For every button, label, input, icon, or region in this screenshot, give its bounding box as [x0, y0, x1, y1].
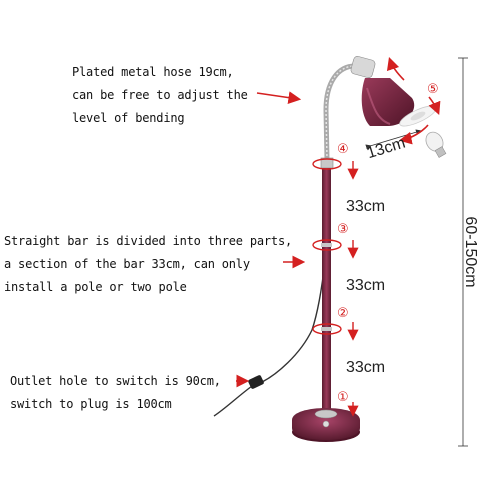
- marker-3: ③: [337, 222, 349, 237]
- hose-annotation: Plated metal hose 19cm, can be free to a…: [72, 61, 248, 130]
- lamp-pole: [322, 168, 331, 410]
- hose-annotation-line-3: level of bending: [72, 111, 185, 125]
- marker-5: ⑤: [427, 82, 439, 97]
- bulb-install-arrow: [398, 124, 429, 145]
- hose-annotation-line-1: Plated metal hose 19cm,: [72, 65, 234, 79]
- bar-annotation-line-1: Straight bar is divided into three parts…: [4, 234, 293, 248]
- section-middle-dimension-label: 33cm: [346, 277, 386, 294]
- hose-pointer-arrow: [256, 91, 302, 104]
- section-top-dimension-label: 33cm: [346, 198, 386, 215]
- bar-annotation-line-2: a section of the bar 33cm, can only: [4, 257, 250, 271]
- outlet-annotation-line-2: switch to plug is 100cm: [10, 397, 172, 411]
- bar-annotation: Straight bar is divided into three parts…: [4, 230, 292, 299]
- rotate-arrow-down: [428, 96, 441, 115]
- marker-4: ④: [337, 142, 349, 157]
- cord-switch: [248, 375, 264, 389]
- rotate-arrow-up: [386, 56, 405, 81]
- outlet-annotation: Outlet hole to switch is 90cm, switch to…: [10, 370, 221, 416]
- bar-annotation-line-3: install a pole or two pole: [4, 280, 187, 294]
- marker-1: ①: [337, 390, 349, 405]
- lamp-shade: [361, 78, 415, 126]
- section-bottom-dimension-label: 33cm: [346, 359, 386, 376]
- marker-2: ②: [337, 306, 349, 321]
- pole-joint: [321, 327, 332, 331]
- plug-cord: [213, 385, 253, 417]
- total-height-label: 60-150cm: [462, 216, 479, 288]
- lamp-socket: [350, 56, 376, 78]
- pole-joint: [321, 243, 332, 247]
- bulb-icon: [425, 131, 447, 158]
- section-marker-rings: [312, 158, 342, 335]
- outlet-annotation-line-1: Outlet hole to switch is 90cm,: [10, 374, 221, 388]
- hose-annotation-line-2: can be free to adjust the: [72, 88, 248, 102]
